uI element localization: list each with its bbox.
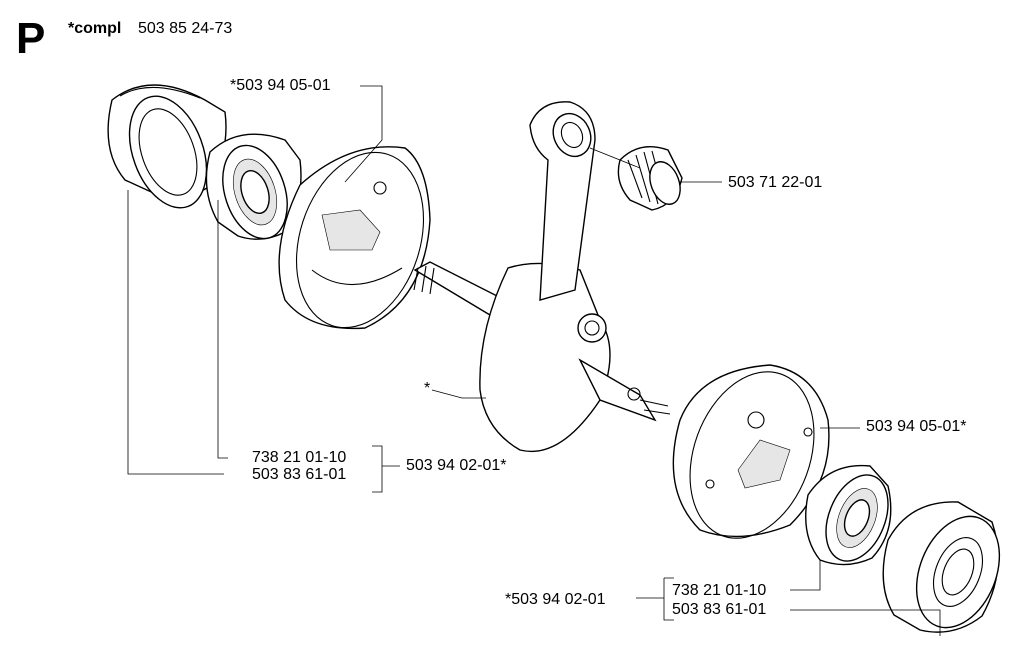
right-bearing <box>805 464 892 566</box>
crankshaft <box>413 261 671 453</box>
right-crank-half <box>672 364 830 539</box>
leader-lines <box>127 85 941 636</box>
callout-crankshaft: * <box>424 380 431 397</box>
compl-part-number: 503 85 24-73 <box>138 20 233 37</box>
callout-left-bearing-b: 503 83 61-01 <box>252 466 347 483</box>
right-seal-ring <box>882 501 1001 633</box>
callout-right-kit: *503 94 02-01 <box>505 591 606 608</box>
section-letter: P <box>16 14 46 63</box>
compl-label: *compl <box>68 20 122 37</box>
left-bearing <box>205 133 302 240</box>
callout-left-bearing-a: 738 21 01-10 <box>252 449 347 466</box>
callout-right-flywheel: 503 94 05-01* <box>866 418 967 435</box>
connecting-rod <box>529 101 596 301</box>
needle-bearing <box>617 146 683 211</box>
callout-left-seal-ring: *503 94 05-01 <box>230 77 331 94</box>
callout-right-bearing-a: 738 21 01-10 <box>672 582 767 599</box>
callout-left-kit: 503 94 02-01* <box>406 457 507 474</box>
left-seal-ring <box>107 84 227 209</box>
callout-right-bearing-b: 503 83 61-01 <box>672 601 767 618</box>
left-crank-half <box>278 146 431 330</box>
callout-needle-bearing: 503 71 22-01 <box>728 174 823 191</box>
